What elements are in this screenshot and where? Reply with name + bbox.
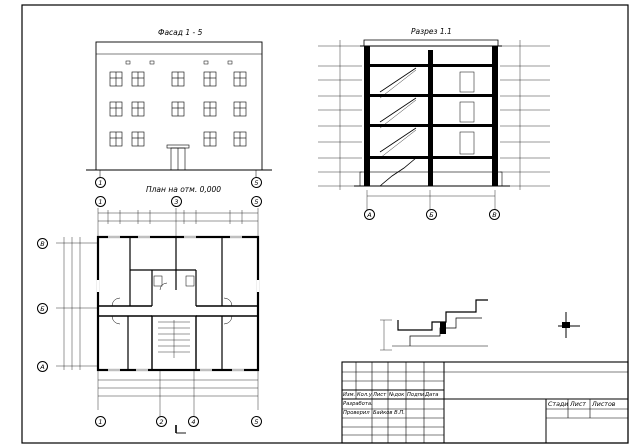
plan-axis-left-v: В [37, 238, 48, 249]
section-axis-v: В [489, 209, 500, 220]
detail-node-drawing [380, 299, 580, 351]
tb-header-count: Кол.уч [357, 392, 372, 398]
tb-role-developer: Разработал [343, 401, 372, 407]
tb-sheet: Лист [570, 401, 586, 408]
tb-header-date: Дата [425, 392, 439, 398]
plan-axis-top-1: 1 [95, 196, 106, 207]
section-drawing [318, 39, 550, 210]
facade-axis-1: 1 [95, 177, 106, 188]
plan-axis-bottom-2: 2 [156, 416, 167, 427]
tb-header-docno: №док [389, 392, 405, 398]
plan-axis-left-a: А [37, 361, 48, 372]
section-axis-a: А [364, 209, 375, 220]
tb-header-signature: Подпись [407, 392, 424, 398]
section-title: Разрез 1.1 [411, 27, 452, 36]
plan-axis-bottom-1: 1 [95, 416, 106, 427]
tb-role-checker: Проверил [343, 410, 370, 416]
plan-axis-left-b: Б [37, 303, 48, 314]
sheet-frame [21, 4, 629, 444]
facade-axis-5: 5 [251, 177, 262, 188]
plan-title: План на отм. 0,000 [146, 185, 222, 194]
tb-sheets-total: Листов [592, 401, 616, 408]
plan-axis-bottom-5: 5 [251, 416, 262, 427]
tb-stage: Стадия [548, 401, 568, 408]
plan-axis-top-5: 5 [251, 196, 262, 207]
tb-author-name: Байков В.П. [373, 410, 405, 416]
plan-drawing [56, 200, 260, 434]
plan-axis-bottom-4: 4 [188, 416, 199, 427]
section-axis-b: Б [426, 209, 437, 220]
facade-drawing [86, 41, 272, 177]
facade-title: Фасад 1 - 5 [158, 28, 203, 37]
tb-header-sheet: Лист [373, 392, 387, 398]
tb-header-change: Изм. [343, 392, 356, 398]
plan-axis-top-3: 3 [171, 196, 182, 207]
title-block [341, 361, 629, 444]
